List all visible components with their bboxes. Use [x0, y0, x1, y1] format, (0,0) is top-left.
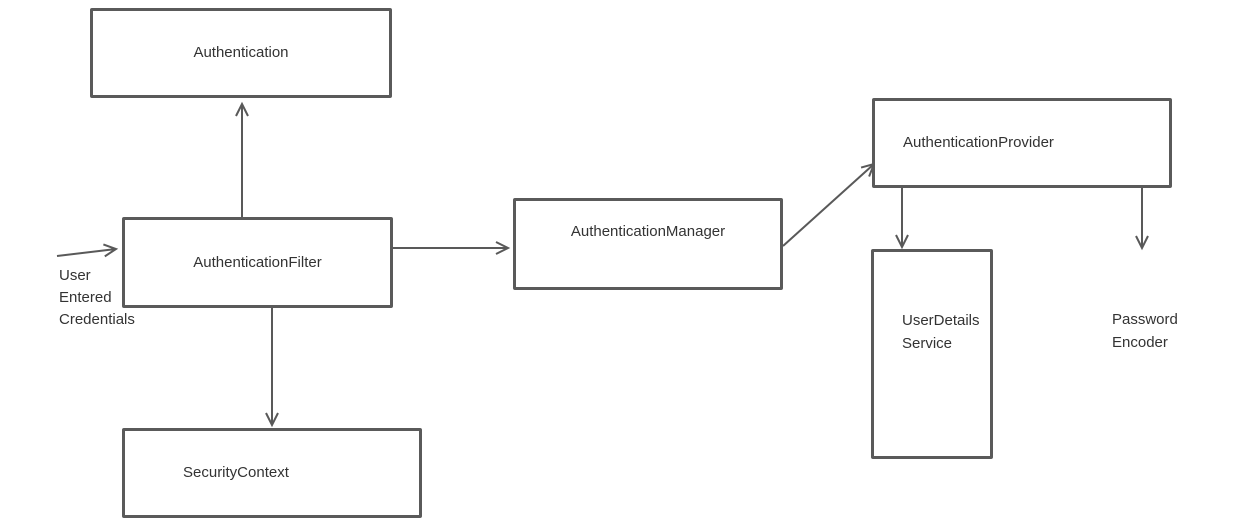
node-authentication-label: Authentication	[193, 44, 289, 61]
node-authentication-manager-label: AuthenticationManager	[570, 223, 726, 240]
node-authentication-filter: AuthenticationFilter	[122, 217, 393, 308]
node-security-context-label: SecurityContext	[183, 464, 289, 481]
arrow-manager-to-provider	[782, 162, 876, 247]
node-security-context: SecurityContext	[122, 428, 422, 518]
node-authentication-provider-label: AuthenticationProvider	[903, 134, 1054, 151]
node-authentication-filter-label: AuthenticationFilter	[193, 253, 322, 271]
password-encoder-label: Password Encoder	[1112, 311, 1178, 351]
user-entered-credentials-label: User Entered Credentials	[59, 267, 135, 328]
node-authentication-manager: AuthenticationManager	[513, 198, 783, 290]
node-authentication: Authentication	[90, 8, 392, 98]
node-authentication-provider: AuthenticationProvider	[872, 98, 1172, 188]
node-user-details-service: UserDetails Service	[871, 249, 993, 459]
node-user-details-service-label: UserDetails Service	[902, 312, 980, 352]
arrow-credentials-to-filter	[56, 243, 119, 258]
